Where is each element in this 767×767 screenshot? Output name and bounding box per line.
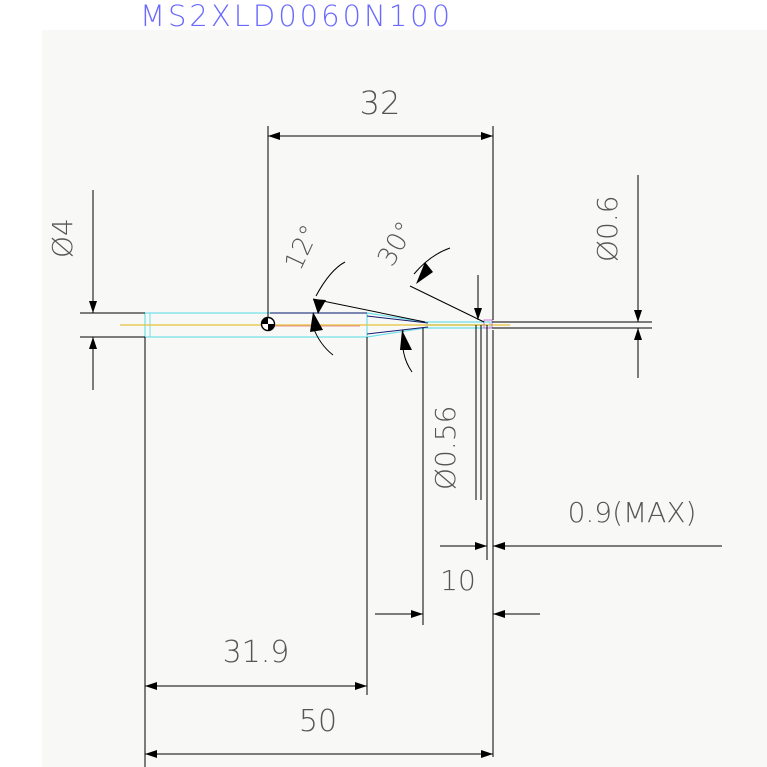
- neck-edge-top: [366, 315, 429, 324]
- drawing-background: [42, 30, 767, 767]
- dim-50-label: 50: [299, 704, 337, 739]
- tip-marker: [483, 319, 493, 329]
- dimension-32: 32: [267, 84, 494, 320]
- dimension-dia-0-6: Ø0.6: [492, 175, 652, 378]
- dimension-50: 50: [145, 704, 493, 758]
- angle-12-label: 12°: [279, 221, 326, 275]
- dia-0-6-label: Ø0.6: [591, 195, 624, 262]
- angle-30-label: 30°: [372, 217, 421, 272]
- dimension-angle-30: 30°: [372, 217, 485, 373]
- dimension-10: 10: [375, 328, 540, 757]
- dimension-31-9: 31.9: [144, 337, 368, 767]
- dim-32-label: 32: [360, 84, 401, 122]
- dia-0-56-label: Ø0.56: [429, 406, 462, 490]
- center-of-gravity-symbol: [260, 316, 276, 332]
- neck-edge-bottom: [366, 326, 429, 335]
- dim-31-9-label: 31.9: [223, 635, 290, 670]
- dimension-dia-0-56: Ø0.56: [429, 275, 482, 500]
- dimension-corner-radius: 0.9(MAX): [440, 325, 722, 560]
- dia-4-label: Ø4: [46, 218, 79, 258]
- dim-10-label: 10: [440, 564, 476, 597]
- corner-radius-label: 0.9(MAX): [568, 496, 697, 529]
- part-number-title: MS2XLD0060N100: [140, 0, 453, 33]
- dimension-dia-4: Ø4: [46, 190, 145, 390]
